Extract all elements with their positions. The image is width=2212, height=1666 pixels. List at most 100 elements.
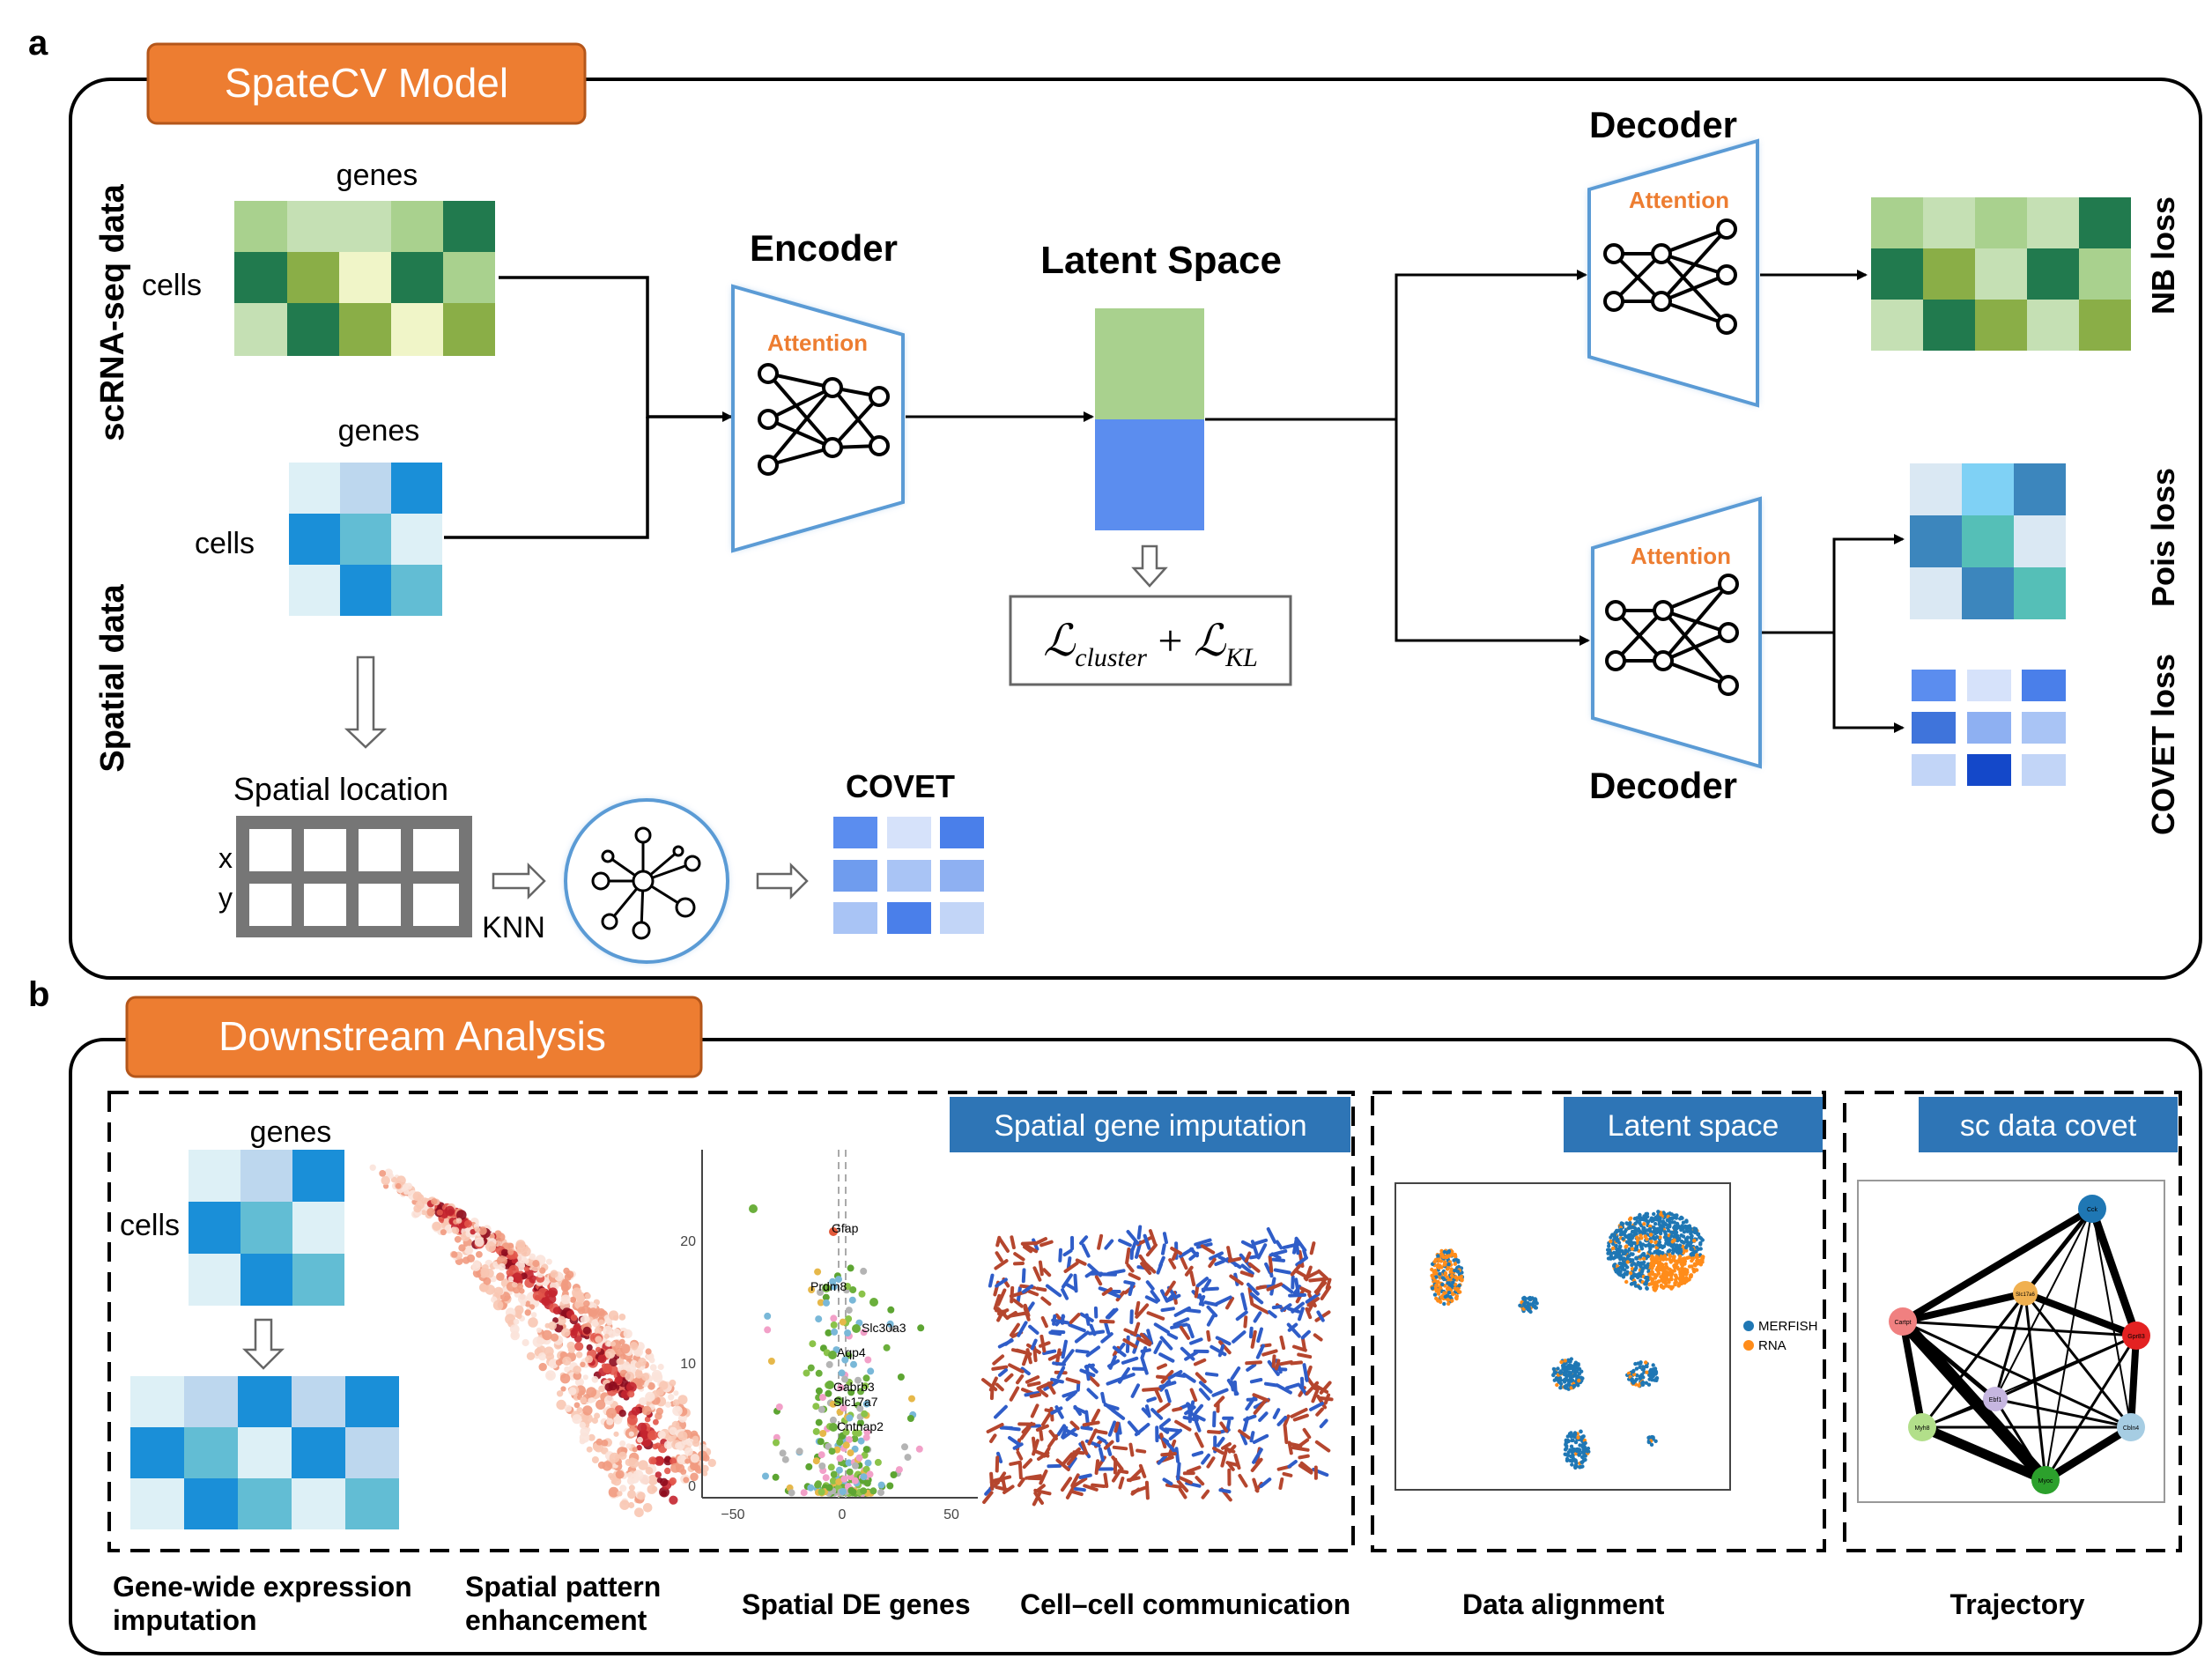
communication-glyph bbox=[1035, 1424, 1049, 1432]
tissue-spot bbox=[663, 1456, 673, 1466]
umap-point bbox=[1629, 1236, 1633, 1240]
communication-glyph bbox=[1159, 1425, 1170, 1434]
umap-point bbox=[1681, 1220, 1686, 1225]
communication-glyph bbox=[1269, 1249, 1288, 1257]
network-node-cbln4 bbox=[2117, 1413, 2145, 1441]
umap-point bbox=[1445, 1275, 1450, 1280]
volcano-point bbox=[800, 1489, 808, 1497]
umap-point bbox=[1665, 1218, 1670, 1223]
knn-label: KNN bbox=[482, 911, 545, 944]
communication-glyph bbox=[1288, 1292, 1306, 1298]
communication-glyph bbox=[1267, 1310, 1277, 1319]
volcano-point bbox=[860, 1487, 868, 1495]
umap-point bbox=[1611, 1246, 1616, 1251]
communication-glyph bbox=[1174, 1419, 1192, 1432]
caption-gene-wide-1: Gene-wide expression bbox=[113, 1571, 412, 1603]
volcano-point bbox=[845, 1459, 853, 1467]
communication-glyph bbox=[1195, 1277, 1210, 1288]
communication-glyph bbox=[1135, 1303, 1150, 1319]
umap-point bbox=[1669, 1212, 1675, 1217]
umap-point bbox=[1454, 1296, 1459, 1301]
x-label: x bbox=[218, 842, 233, 874]
tissue-spot bbox=[557, 1315, 566, 1326]
communication-glyph bbox=[1047, 1351, 1064, 1361]
communication-glyph bbox=[1216, 1436, 1225, 1448]
umap-point bbox=[1451, 1280, 1455, 1285]
tissue-spot bbox=[575, 1351, 583, 1359]
tissue-spot bbox=[657, 1363, 664, 1371]
spatial-to-encoder-arrow bbox=[444, 417, 649, 539]
communication-glyph bbox=[1042, 1349, 1057, 1356]
umap-point bbox=[1632, 1225, 1638, 1231]
communication-glyph bbox=[1185, 1481, 1202, 1488]
communication-glyph bbox=[1159, 1336, 1173, 1351]
umap-point bbox=[1638, 1286, 1643, 1291]
umap-point bbox=[1583, 1440, 1587, 1446]
communication-glyph bbox=[1287, 1460, 1298, 1469]
communication-glyph bbox=[1148, 1229, 1157, 1246]
umap-point bbox=[1436, 1262, 1440, 1268]
volcano-point bbox=[851, 1435, 859, 1443]
tissue-spot bbox=[655, 1407, 663, 1416]
legend-rna-label: RNA bbox=[1758, 1338, 1787, 1353]
communication-glyph bbox=[1194, 1238, 1212, 1247]
tissue-spot bbox=[583, 1299, 590, 1307]
tissue-spot bbox=[628, 1458, 640, 1469]
communication-glyph bbox=[1036, 1381, 1054, 1390]
tissue-spot bbox=[638, 1357, 647, 1366]
umap-point bbox=[1653, 1250, 1657, 1255]
tissue-spot bbox=[507, 1242, 514, 1249]
communication-glyph bbox=[1210, 1344, 1227, 1357]
communication-glyph bbox=[1063, 1428, 1078, 1437]
umap-point bbox=[1432, 1270, 1437, 1274]
tissue-spot bbox=[412, 1191, 423, 1201]
tissue-spot bbox=[670, 1457, 677, 1465]
tissue-spot bbox=[595, 1336, 603, 1344]
umap-point bbox=[1573, 1465, 1578, 1470]
volcano-point bbox=[825, 1484, 833, 1492]
communication-glyph bbox=[1010, 1285, 1015, 1304]
volcano-point bbox=[895, 1466, 903, 1474]
umap-point bbox=[1575, 1448, 1579, 1454]
tissue-spot bbox=[608, 1381, 618, 1391]
communication-glyph bbox=[1087, 1374, 1100, 1388]
communication-glyph bbox=[1025, 1474, 1042, 1480]
umap-point bbox=[1555, 1382, 1559, 1388]
communication-glyph bbox=[1266, 1227, 1277, 1244]
volcano-point bbox=[855, 1454, 863, 1462]
communication-glyph bbox=[1250, 1457, 1263, 1472]
communication-glyph bbox=[1320, 1285, 1332, 1300]
tissue-spot bbox=[539, 1267, 546, 1274]
communication-glyph bbox=[1175, 1475, 1193, 1485]
umap-point bbox=[1684, 1248, 1689, 1253]
communication-glyph bbox=[1240, 1263, 1254, 1276]
decoder-bottom-to-covet-arrow bbox=[1832, 633, 1905, 733]
tissue-spot bbox=[683, 1477, 690, 1484]
spatial-location-label: Spatial location bbox=[233, 771, 448, 807]
network-node-gpr83 bbox=[2122, 1322, 2150, 1350]
communication-glyph bbox=[1301, 1337, 1306, 1351]
loss-formula: ℒcluster + ℒKL bbox=[1043, 616, 1258, 672]
umap-point bbox=[1638, 1221, 1642, 1225]
umap-point bbox=[1649, 1240, 1653, 1244]
volcano-point bbox=[887, 1306, 895, 1314]
communication-glyph bbox=[1140, 1262, 1152, 1276]
volcano-point bbox=[830, 1470, 838, 1478]
communication-glyph bbox=[1118, 1366, 1130, 1384]
communication-glyph bbox=[1136, 1448, 1147, 1454]
tissue-spot bbox=[403, 1188, 410, 1196]
umap-point bbox=[1683, 1271, 1688, 1277]
tissue-spot bbox=[440, 1229, 447, 1236]
umap-point bbox=[1650, 1271, 1654, 1276]
umap-point bbox=[1566, 1358, 1571, 1363]
volcano-point bbox=[862, 1374, 870, 1382]
volcano-point bbox=[831, 1328, 839, 1336]
communication-glyph bbox=[1247, 1262, 1261, 1273]
tissue-spot bbox=[629, 1342, 639, 1351]
communication-glyph bbox=[1191, 1412, 1206, 1422]
volcano-point bbox=[886, 1320, 894, 1328]
communication-glyph bbox=[1239, 1270, 1254, 1277]
communication-glyph bbox=[991, 1365, 1009, 1371]
volcano-point bbox=[847, 1264, 854, 1272]
communication-glyph bbox=[1039, 1469, 1048, 1485]
